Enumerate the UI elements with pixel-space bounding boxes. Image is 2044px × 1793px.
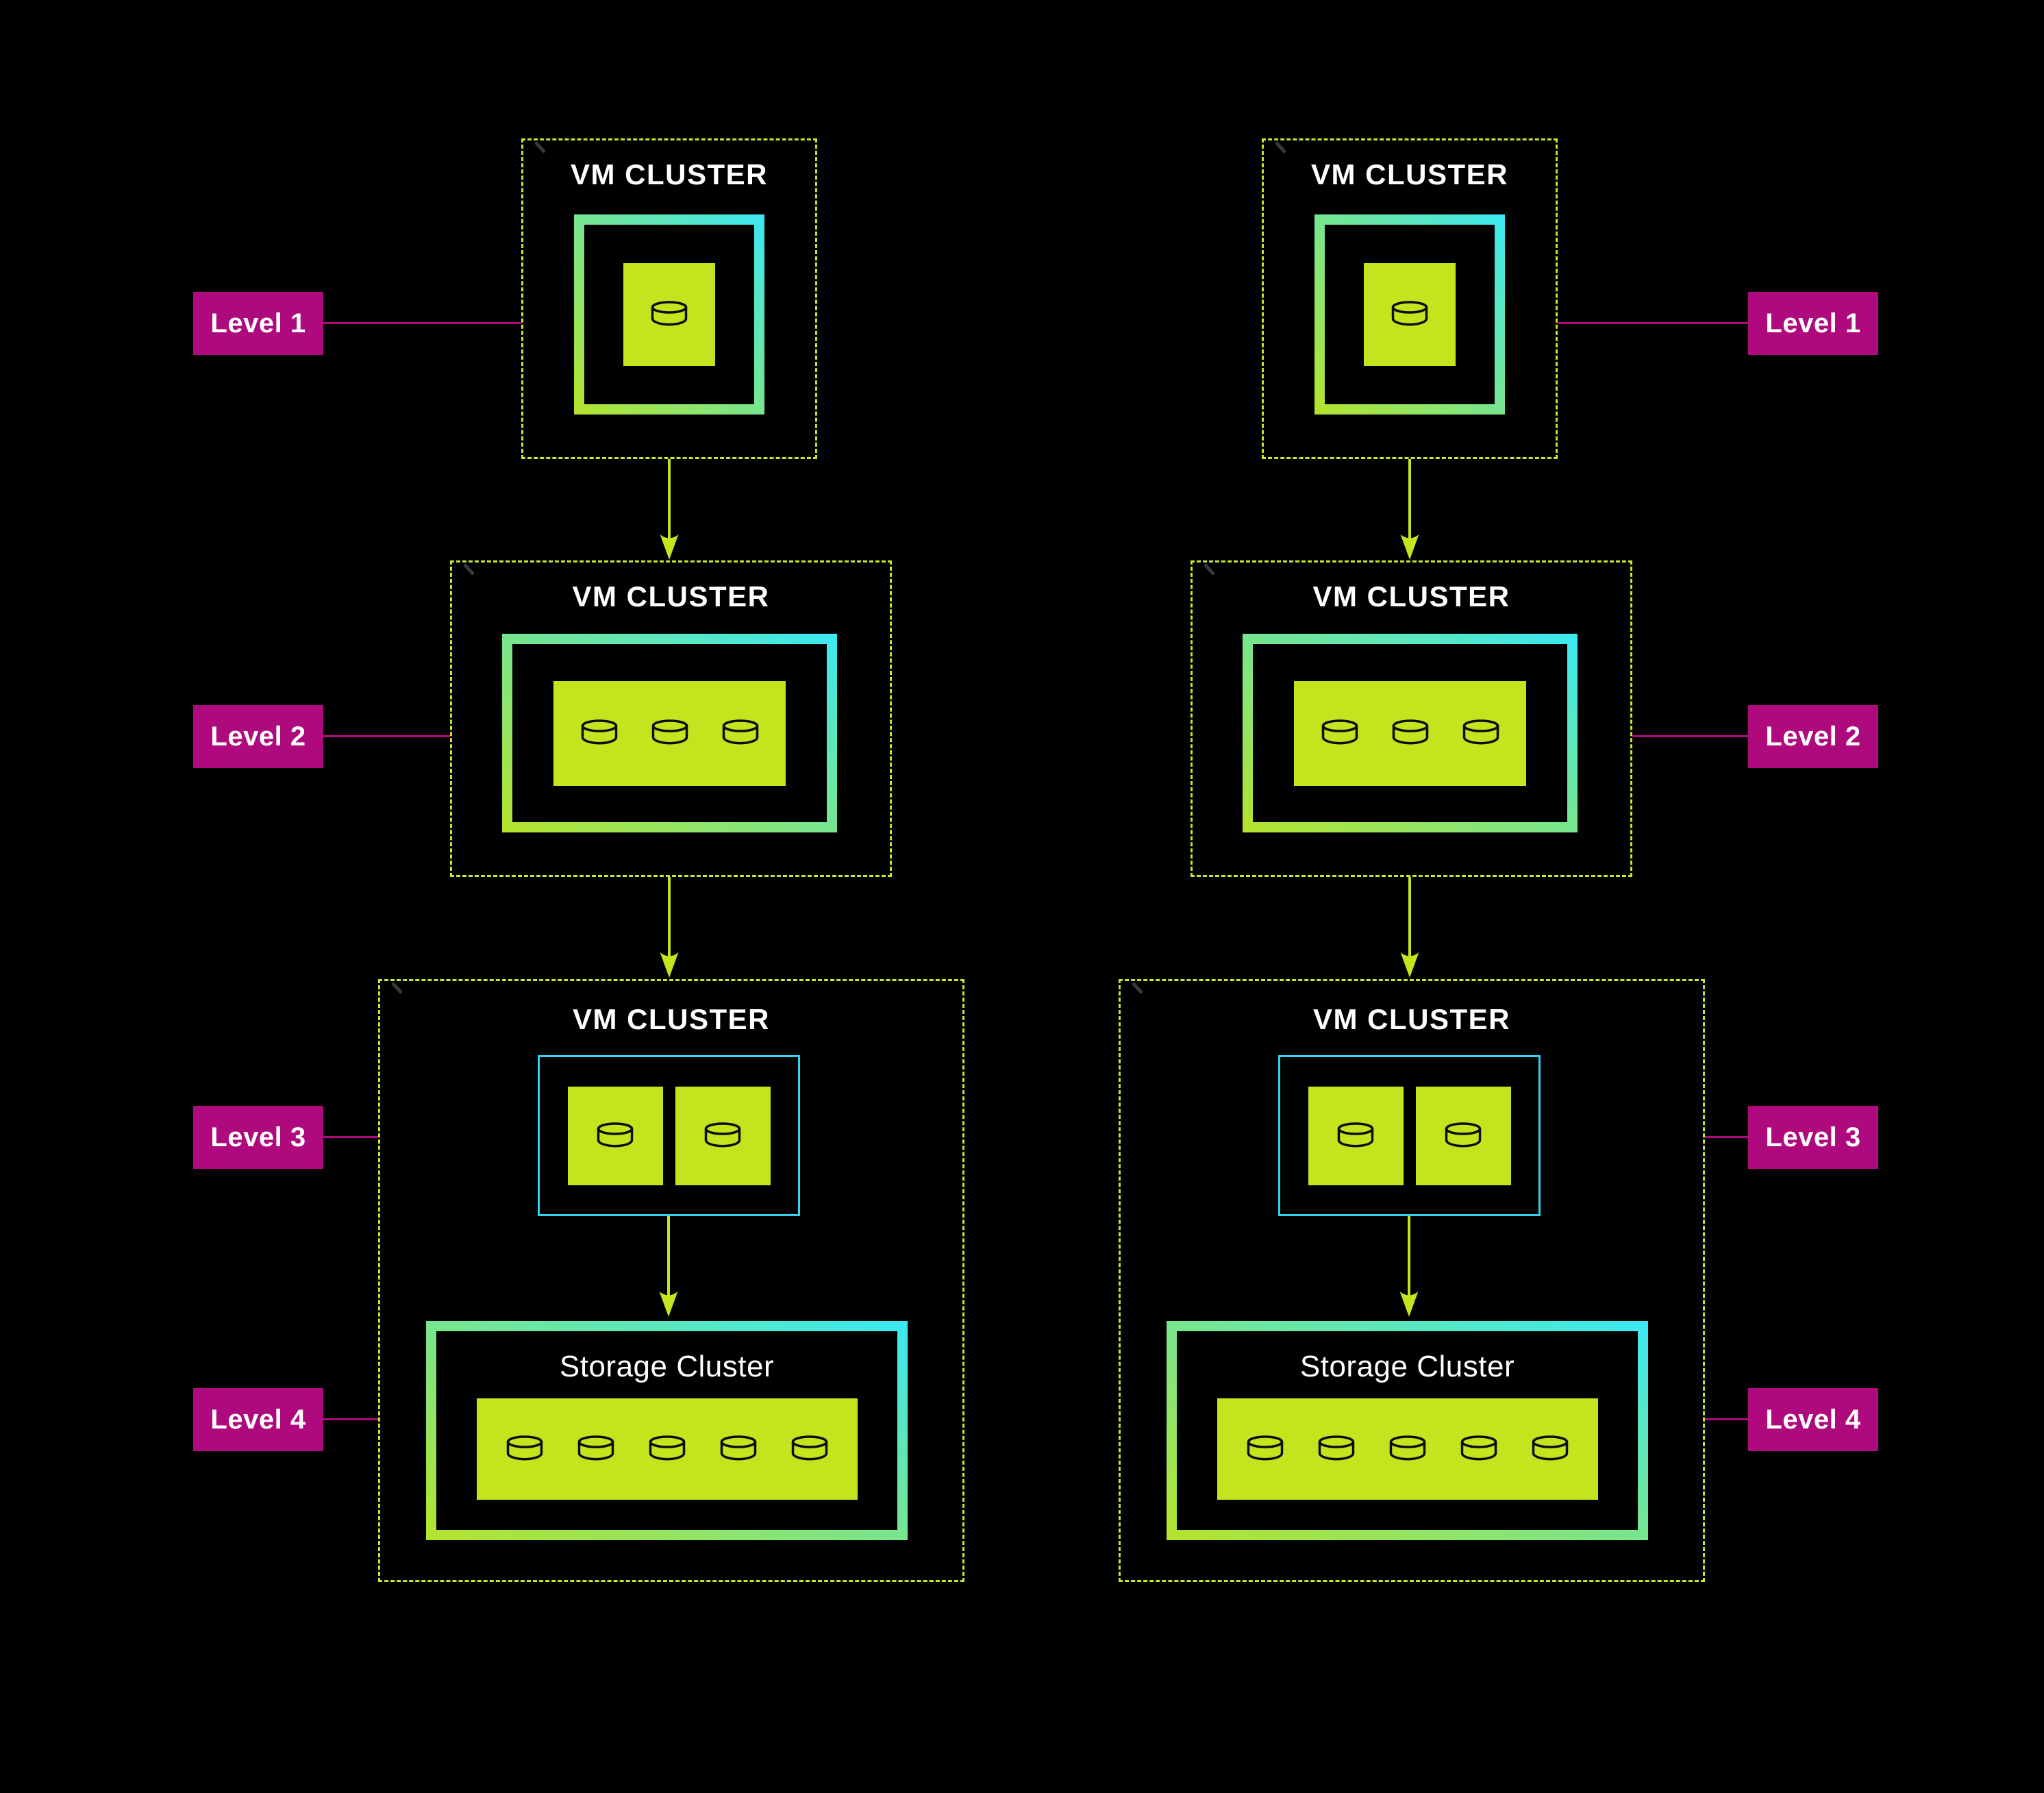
vm-node	[1415, 1086, 1511, 1185]
disk-icon	[1247, 1435, 1283, 1461]
storage-cluster-box: Storage Cluster	[1167, 1321, 1648, 1540]
vm-cluster-level1-box: VM CLUSTER	[521, 138, 817, 459]
connector-line	[1705, 1418, 1748, 1420]
connector-line	[1632, 735, 1748, 737]
connector-line	[1705, 1136, 1748, 1138]
vm-cluster-title: VM CLUSTER	[1312, 580, 1510, 613]
vm-cluster-title: VM CLUSTER	[571, 158, 768, 190]
vm-frame-inner	[584, 225, 754, 404]
vm-cluster-title: VM CLUSTER	[573, 1003, 770, 1035]
disk-icon	[720, 1435, 756, 1461]
vm-pair-frame	[538, 1055, 800, 1216]
storage-node	[476, 1398, 858, 1500]
connector-line	[323, 1136, 378, 1138]
level-label-left-2: Level 2	[193, 705, 323, 768]
disk-icon	[791, 1435, 827, 1461]
vm-frame	[1314, 214, 1505, 415]
vm-cluster-level1-box: VM CLUSTER	[1262, 138, 1558, 459]
storage-cluster-inner: Storage Cluster	[1177, 1331, 1638, 1530]
vm-cluster-title: VM CLUSTER	[572, 580, 770, 613]
down-arrow-icon	[1400, 877, 1419, 978]
disk-icon	[1462, 719, 1499, 745]
storage-cluster-inner: Storage Cluster	[436, 1331, 897, 1530]
vm-frame	[574, 214, 764, 415]
down-arrow-icon	[660, 459, 679, 560]
disk-icon	[1389, 1435, 1425, 1461]
level-label-right-3: Level 3	[1748, 1106, 1878, 1169]
column-right: VM CLUSTER VM CLUSTER	[740, 0, 1782, 1793]
level-label-left-4: Level 4	[193, 1388, 323, 1451]
vm-cluster-level3-box: VM CLUSTER	[1119, 979, 1705, 1582]
disk-icon	[722, 719, 758, 745]
vm-node	[675, 1086, 771, 1185]
corner-tick-icon	[1131, 981, 1144, 995]
vm-frame-inner	[512, 644, 827, 822]
vm-node	[553, 680, 786, 786]
vm-frame	[502, 634, 837, 832]
vm-pair-frame	[1278, 1055, 1541, 1216]
column-left: VM CLUSTER VM CLUSTER	[378, 138, 964, 1582]
disk-icon	[1392, 719, 1428, 745]
corner-tick-icon	[462, 562, 475, 576]
vm-cluster-title: VM CLUSTER	[1313, 1003, 1510, 1035]
vm-node	[1364, 263, 1456, 366]
disk-icon	[1337, 1122, 1374, 1147]
disk-icon	[1391, 301, 1428, 326]
disk-icon	[704, 1122, 741, 1147]
level-label-left-3: Level 3	[193, 1106, 323, 1169]
disk-icon	[651, 301, 688, 326]
disk-icon	[506, 1435, 543, 1461]
level-label-right-2: Level 2	[1748, 705, 1878, 768]
connector-line	[323, 1418, 378, 1420]
down-arrow-icon	[1400, 459, 1419, 560]
vm-node	[623, 263, 715, 366]
storage-cluster-title: Storage Cluster	[559, 1350, 775, 1383]
corner-tick-icon	[1274, 140, 1287, 154]
down-arrow-icon	[659, 1216, 678, 1317]
corner-tick-icon	[534, 140, 547, 154]
level-label-right-4: Level 4	[1748, 1388, 1878, 1451]
corner-tick-icon	[1203, 562, 1216, 576]
vm-frame-inner	[1253, 644, 1567, 822]
disk-icon	[577, 1435, 614, 1461]
disk-icon	[581, 719, 617, 745]
disk-icon	[1460, 1435, 1497, 1461]
vm-frame	[1243, 634, 1578, 832]
down-arrow-icon	[660, 877, 679, 978]
connector-line	[323, 735, 450, 737]
down-arrow-icon	[1399, 1216, 1419, 1317]
disk-icon	[1318, 1435, 1354, 1461]
level-label-left-1: Level 1	[193, 292, 323, 355]
level-label-right-1: Level 1	[1748, 292, 1878, 355]
vm-cluster-level2-box: VM CLUSTER	[450, 560, 892, 877]
vm-frame-inner	[1325, 225, 1495, 404]
vm-node	[567, 1086, 663, 1185]
disk-icon	[1532, 1435, 1568, 1461]
disk-icon	[651, 719, 688, 745]
storage-cluster-title: Storage Cluster	[1299, 1350, 1515, 1383]
storage-cluster-box: Storage Cluster	[426, 1321, 908, 1540]
disk-icon	[1445, 1122, 1482, 1147]
connector-line	[323, 322, 521, 324]
connector-line	[1558, 322, 1748, 324]
storage-node	[1217, 1398, 1598, 1500]
vm-node	[1308, 1086, 1404, 1185]
disk-icon	[597, 1122, 634, 1147]
vm-cluster-level2-box: VM CLUSTER	[1191, 560, 1632, 877]
vm-node	[1294, 680, 1526, 786]
vm-cluster-title: VM CLUSTER	[1311, 158, 1508, 190]
disk-icon	[1321, 719, 1358, 745]
vm-cluster-level3-box: VM CLUSTER	[378, 979, 964, 1582]
disk-icon	[649, 1435, 685, 1461]
corner-tick-icon	[390, 981, 403, 995]
